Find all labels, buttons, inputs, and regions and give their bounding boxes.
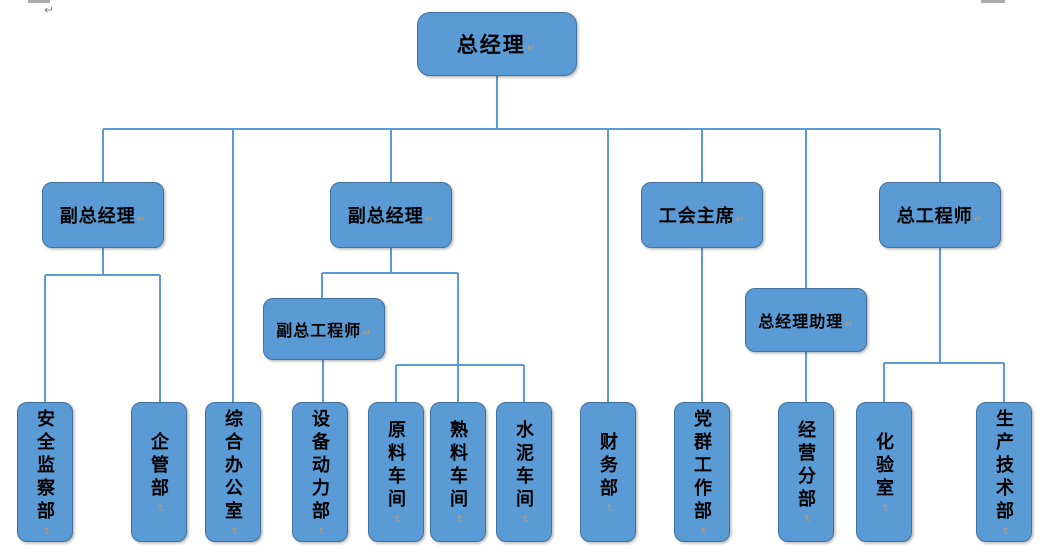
node-label: 副总工程师 (276, 323, 362, 340)
node-dept-operations-branch[interactable]: 经营分部 ↵ (778, 402, 834, 542)
node-label: 党群工作部 (692, 408, 712, 524)
node-dept-safety-supervision[interactable]: 安全监察部 ↵ (17, 402, 73, 542)
line-break-mark: ↵ (602, 503, 614, 512)
node-dept-party-mass-work[interactable]: 党群工作部 ↵ (674, 402, 730, 542)
line-break-mark: ↵ (39, 526, 51, 535)
node-label: 化验室 (874, 431, 894, 501)
node-label: 生产技术部 (994, 408, 1014, 524)
node-label: 设备动力部 (310, 408, 330, 524)
line-break-mark: ↵ (518, 514, 530, 524)
line-break-mark: ↵ (878, 503, 890, 512)
line-break-mark: ↵ (998, 526, 1010, 535)
node-label: 总工程师 (896, 206, 973, 226)
node-label: 副总经理 (347, 206, 424, 226)
node-dept-general-office[interactable]: 综合办公室 ↵ (205, 402, 261, 542)
line-break-mark: ↵ (735, 213, 746, 225)
line-break-mark: ↵ (390, 514, 402, 524)
node-gm-assistant[interactable]: 总经理助理↵ (745, 288, 867, 352)
node-dept-equipment-power[interactable]: 设备动力部 ↵ (292, 402, 348, 542)
node-laboratory[interactable]: 化验室 ↵ (856, 402, 912, 542)
node-label: 总经理 (456, 34, 526, 57)
node-label: 综合办公室 (223, 408, 243, 524)
node-label: 总经理助理 (758, 314, 844, 331)
node-label: 工会主席 (658, 206, 735, 226)
line-break-mark: ↵ (800, 514, 812, 524)
node-label: 副总经理 (59, 206, 136, 226)
line-break-mark: ↵ (844, 318, 854, 330)
line-break-mark: ↵ (973, 213, 984, 225)
node-label: 企管部 (149, 431, 169, 501)
node-workshop-cement[interactable]: 水泥车间 ↵ (496, 402, 552, 542)
paragraph-mark: ↵ (44, 3, 55, 17)
node-general-manager[interactable]: 总经理↵ (417, 12, 577, 76)
line-break-mark: ↵ (153, 503, 165, 512)
node-chief-engineer[interactable]: 总工程师↵ (879, 182, 1001, 248)
node-dept-finance[interactable]: 财务部 ↵ (580, 402, 636, 542)
node-workshop-clinker[interactable]: 熟料车间 ↵ (430, 402, 486, 542)
line-break-mark: ↵ (314, 526, 326, 535)
line-break-mark: ↵ (136, 213, 147, 225)
node-deputy-gm-2[interactable]: 副总经理↵ (330, 182, 452, 248)
node-label: 财务部 (598, 431, 618, 501)
node-label: 安全监察部 (35, 408, 55, 524)
page-boundary-mark-left (28, 0, 50, 3)
line-break-mark: ↵ (227, 526, 239, 535)
node-label: 经营分部 (796, 420, 816, 512)
node-dept-enterprise-mgmt[interactable]: 企管部 ↵ (131, 402, 187, 542)
node-workshop-raw-material[interactable]: 原料车间 ↵ (368, 402, 424, 542)
node-label: 熟料车间 (448, 420, 468, 512)
node-union-chairman[interactable]: 工会主席↵ (641, 182, 763, 248)
node-dept-production-tech[interactable]: 生产技术部 ↵ (976, 402, 1032, 542)
line-break-mark: ↵ (526, 42, 538, 54)
line-break-mark: ↵ (362, 327, 372, 339)
node-deputy-gm-1[interactable]: 副总经理↵ (42, 182, 164, 248)
node-label: 原料车间 (386, 420, 406, 512)
page-boundary-mark-right (981, 0, 1005, 3)
line-break-mark: ↵ (452, 514, 464, 524)
node-deputy-chief-engineer[interactable]: 副总工程师↵ (263, 298, 385, 360)
node-label: 水泥车间 (514, 420, 534, 512)
line-break-mark: ↵ (696, 526, 708, 535)
line-break-mark: ↵ (424, 213, 435, 225)
